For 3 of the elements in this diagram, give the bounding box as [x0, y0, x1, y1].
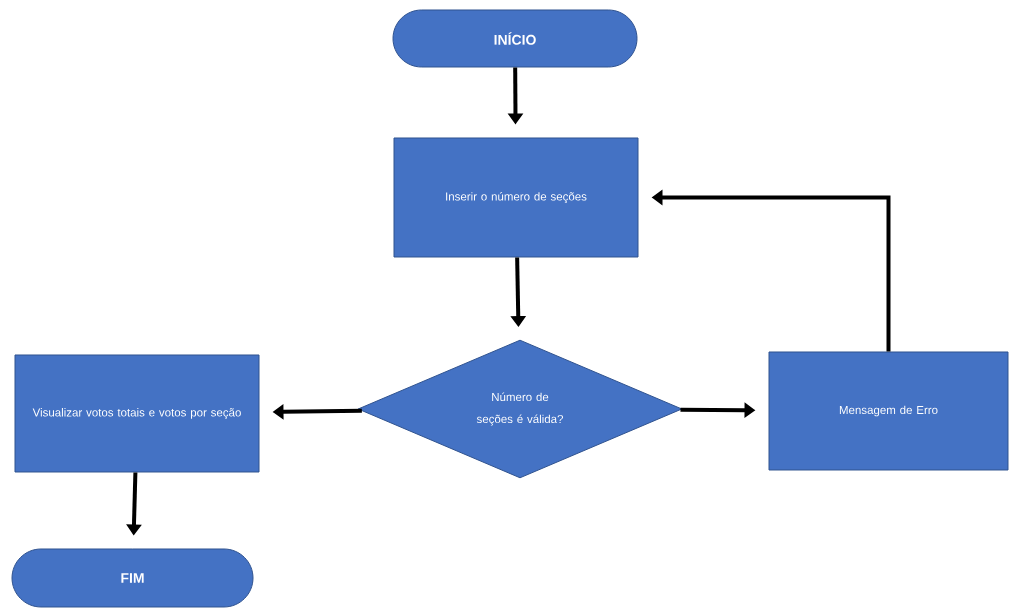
- process-box: Mensagem de Erro: [768, 351, 1009, 471]
- process-box: Inserir o número de seções: [393, 137, 639, 258]
- process-box: Visualizar votos totais e votos por seção: [14, 354, 260, 473]
